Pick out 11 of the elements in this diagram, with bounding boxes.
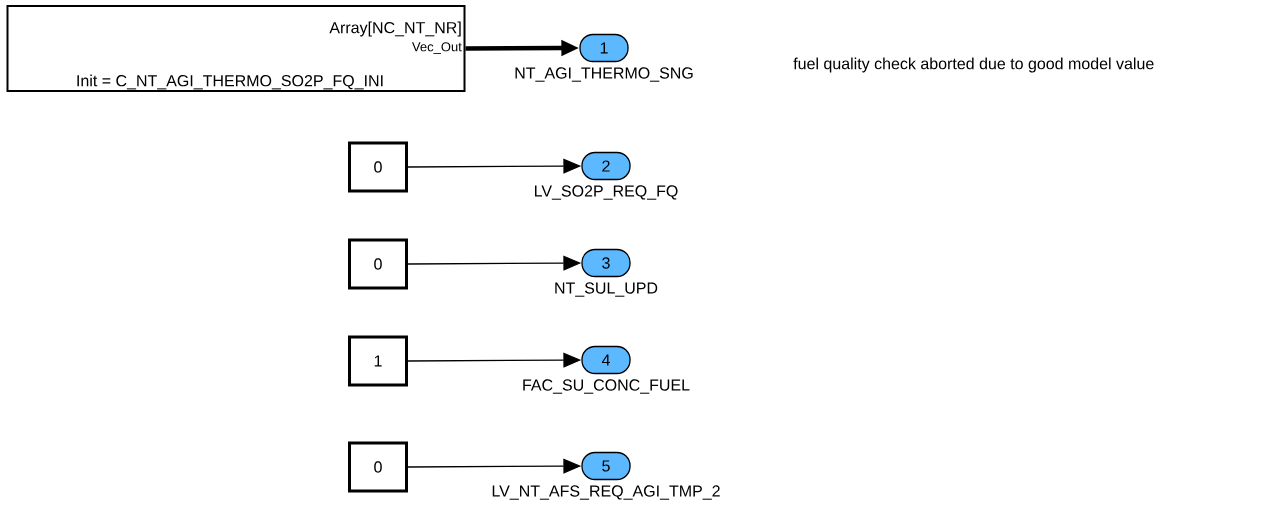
port-label: LV_NT_AFS_REQ_AGI_TMP_2: [492, 485, 720, 500]
note-text: fuel quality check aborted due to good model value: [793, 57, 1154, 73]
constant-block: 0: [348, 441, 408, 493]
port-label: FAC_SU_CONC_FUEL: [523, 379, 690, 394]
subsystem-block: Array[NC_NT_NR] Vec_Out Init = C_NT_AGI_THERMO_SO2P_FQ_INI: [6, 5, 466, 92]
port-label: NT_SUL_UPD: [555, 282, 658, 297]
port-label: LV_SO2P_REQ_FQ: [535, 185, 678, 200]
constant-block: 0: [348, 238, 408, 290]
port-label: NT_AGI_THERMO_SNG: [515, 67, 693, 82]
constant-block: 0: [348, 141, 408, 193]
constant-block: 1: [348, 335, 408, 387]
